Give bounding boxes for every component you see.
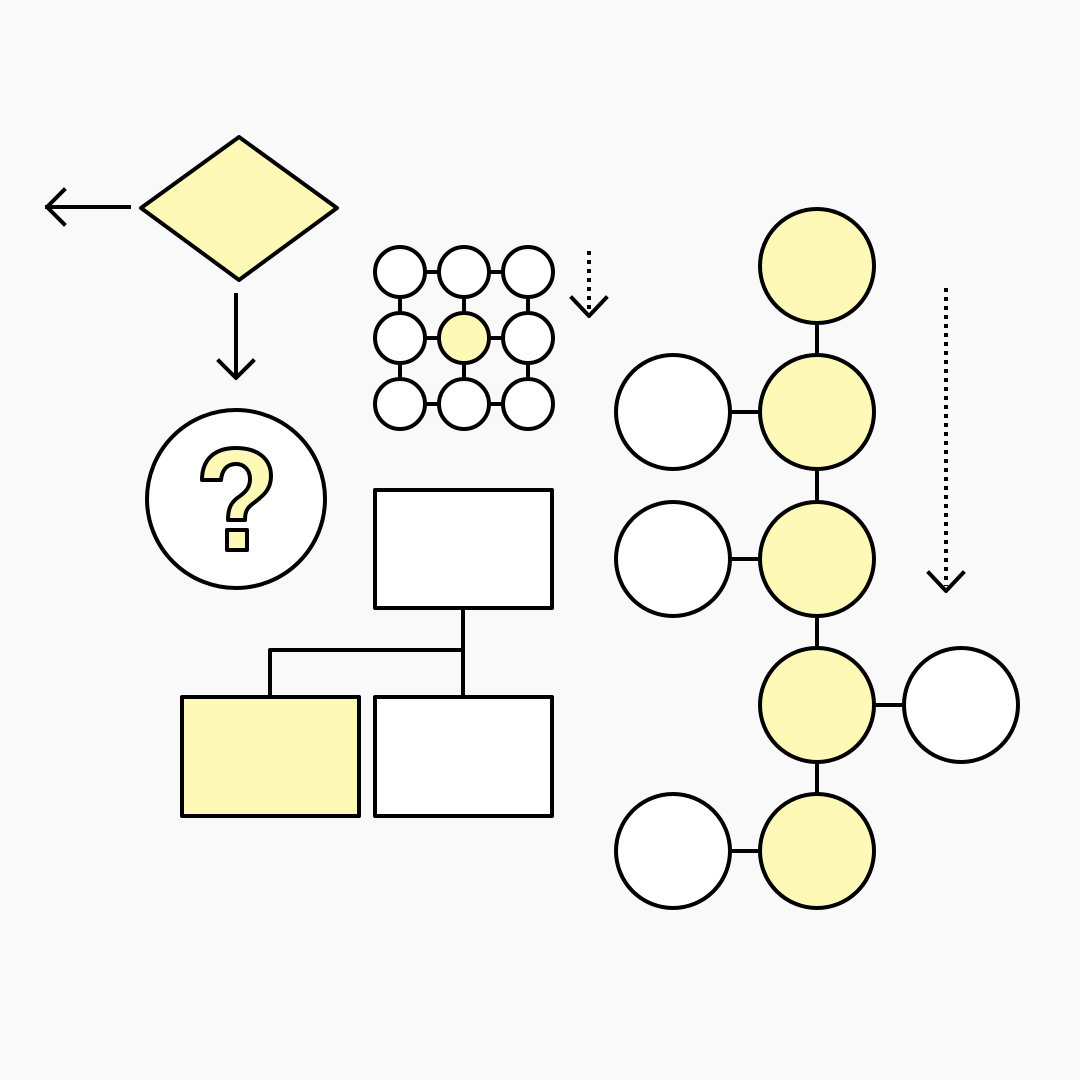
grid-node (437, 245, 491, 299)
chain-node-highlighted (758, 500, 876, 618)
left-arrow-icon (45, 187, 131, 227)
tree-box (373, 695, 554, 818)
chain-branch-node (614, 500, 732, 618)
chain-node-highlighted (758, 353, 876, 471)
question-circle (145, 408, 327, 590)
chain-node-highlighted (758, 792, 876, 910)
chain-branch-node (902, 646, 1020, 764)
grid-node (501, 377, 555, 431)
grid-node (373, 311, 427, 365)
grid-node (373, 377, 427, 431)
question-mark-icon (200, 446, 273, 522)
down-arrow-icon (216, 293, 256, 380)
decision-diamond (139, 135, 339, 282)
tree-box-highlighted (180, 695, 361, 818)
dotted-down-arrow-icon (569, 251, 609, 318)
chain-branch-node (614, 792, 732, 910)
dotted-down-arrow-icon (926, 288, 966, 593)
box-tree (180, 488, 554, 818)
grid-node (501, 245, 555, 299)
circle-grid (373, 245, 555, 431)
chain-node-highlighted (758, 646, 876, 764)
grid-node (373, 245, 427, 299)
grid-node-highlighted (437, 311, 491, 365)
question-mark-dot (225, 528, 249, 552)
circle-chain (614, 207, 1020, 910)
chain-branch-node (614, 353, 732, 471)
chain-node-highlighted (758, 207, 876, 325)
grid-node (437, 377, 491, 431)
tree-box-root (373, 488, 554, 610)
grid-node (501, 311, 555, 365)
